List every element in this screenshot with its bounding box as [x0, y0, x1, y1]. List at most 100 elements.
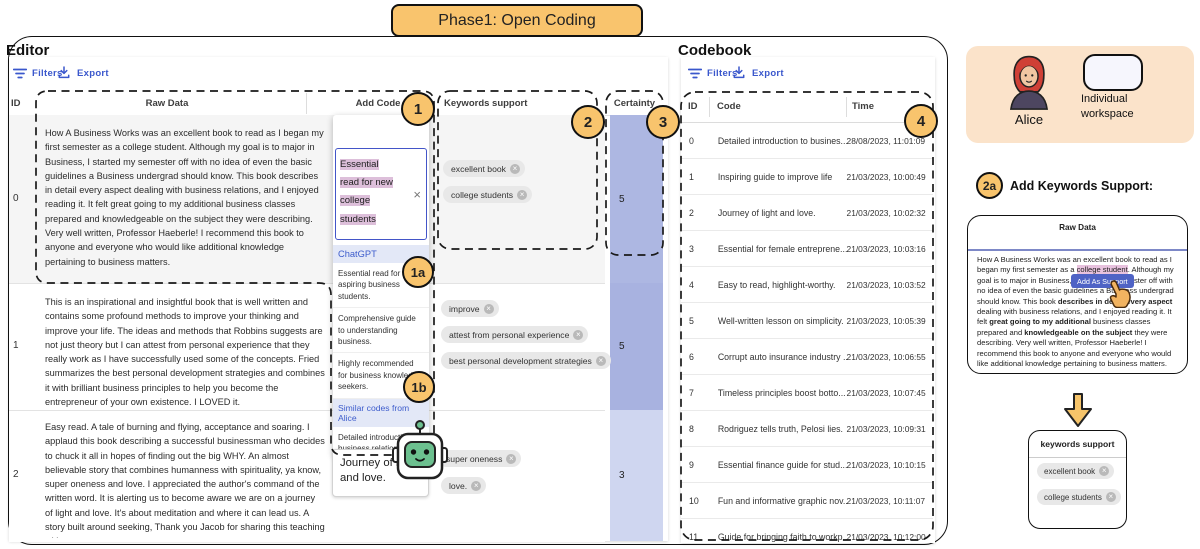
- codebook-code: Rodriguez tells truth, Pelosi lies.: [717, 423, 843, 434]
- keyword-chip-label: excellent book: [451, 163, 506, 174]
- circle-x-icon[interactable]: [506, 453, 517, 464]
- codebook-id: 3: [689, 243, 694, 254]
- editor-col-id: ID: [11, 98, 21, 109]
- annotation-label: 1b: [411, 379, 427, 395]
- raw-data-card-body: How A Business Works was an excellent bo…: [977, 255, 1174, 369]
- annotation-label: 1a: [410, 264, 426, 280]
- annotation-label: 3: [658, 113, 668, 131]
- row-id: 2: [13, 469, 19, 480]
- editor-export-button[interactable]: Export: [77, 68, 109, 79]
- raw-data-card-title: Raw Data: [1059, 223, 1096, 232]
- codebook-time: 21/03/2023, 10:05:39: [846, 315, 926, 326]
- circle-x-icon[interactable]: [471, 480, 482, 491]
- certainty-value: 3: [619, 470, 625, 481]
- keyword-chip[interactable]: love.: [441, 477, 487, 494]
- codebook-col-time: Time: [852, 101, 875, 112]
- card-divider: [968, 249, 1187, 251]
- filter-icon: [688, 68, 702, 79]
- codebook-filters-button[interactable]: Filters: [707, 68, 738, 79]
- keyword-chip[interactable]: best personal development strategies: [441, 352, 611, 369]
- hand-cursor-icon: [1106, 278, 1132, 308]
- add-code-input[interactable]: Essential read for new college students: [335, 148, 427, 240]
- codebook-time: 21/03/2023, 10:03:52: [846, 279, 926, 290]
- codebook-code: Detailed introduction to busines...: [717, 135, 847, 146]
- codebook-time: 21/03/2023, 10:09:31: [846, 423, 926, 434]
- codebook-code: Journey of light and love.: [717, 207, 816, 218]
- annotation-circle-4: 4: [904, 104, 938, 138]
- keyword-chip[interactable]: excellent book: [443, 160, 525, 177]
- codebook-id: 4: [689, 279, 694, 290]
- phase-title: Phase1: Open Coding: [438, 11, 596, 29]
- codebook-id: 5: [689, 315, 694, 326]
- code-suggestion[interactable]: Comprehensive guide to understanding bus…: [333, 308, 429, 354]
- keyword-chip-label: super oneness: [446, 453, 503, 464]
- keywords-card-title: keywords support: [1040, 439, 1115, 449]
- header-divider: [846, 97, 847, 117]
- codebook-id: 6: [689, 351, 694, 362]
- raw-data-cell[interactable]: How A Business Works was an excellent bo…: [45, 128, 324, 267]
- circle-x-icon[interactable]: [509, 163, 520, 174]
- codebook-export-button[interactable]: Export: [752, 68, 784, 79]
- editor-filters-button[interactable]: Filters: [32, 68, 63, 79]
- annotation-circle-1: 1: [401, 92, 435, 126]
- codebook-code: Timeless principles boost botto...: [717, 387, 846, 398]
- phase-title-badge: Phase1: Open Coding: [391, 4, 643, 37]
- circle-x-icon[interactable]: [483, 303, 494, 314]
- download-icon: [733, 66, 745, 79]
- certainty-value: 5: [619, 193, 625, 205]
- raw-data-detail-card: Raw Data How A Business Works was an exc…: [967, 215, 1188, 374]
- codebook-col-id: ID: [688, 101, 698, 112]
- header-divider: [306, 93, 307, 114]
- keyword-chip[interactable]: college students: [443, 186, 533, 203]
- codebook-row[interactable]: 2 Journey of light and love. 21/03/2023, 1…: [681, 195, 933, 231]
- codebook-col-code: Code: [717, 101, 741, 112]
- editor-col-raw-data: Raw Data: [145, 98, 189, 109]
- annotation-circle-1b: 1b: [403, 371, 435, 403]
- codebook-row[interactable]: 8 Rodriguez tells truth, Pelosi lies.21/0…: [681, 411, 933, 447]
- codebook-code: Easy to read, highlight-worthy.: [717, 279, 836, 290]
- codebook-time: 21/03/2023, 10:02:32: [846, 207, 926, 218]
- circle-x-icon[interactable]: [595, 355, 606, 366]
- keyword-chip-label: improve: [449, 303, 480, 314]
- codebook-id: 2: [689, 207, 694, 218]
- keyword-chip[interactable]: improve: [441, 300, 499, 317]
- codebook-id: 8: [689, 423, 694, 434]
- annotation-label: 1: [413, 100, 423, 118]
- keyword-chip-label: excellent book: [1044, 466, 1096, 476]
- circle-x-icon: [1105, 492, 1116, 502]
- codebook-id: 1: [689, 171, 694, 182]
- codebook-id: 9: [689, 459, 694, 470]
- codebook-code: Inspiring guide to improve life: [717, 171, 833, 182]
- certainty-cell[interactable]: 5: [610, 283, 663, 410]
- raw-data-cell[interactable]: Easy read. A tale of burning and flying,…: [45, 422, 325, 538]
- codebook-row[interactable]: 4 Easy to read, highlight-worthy. 21/03/20…: [681, 267, 933, 303]
- codebook-id: 10: [689, 495, 699, 506]
- annotation-circle-2: 2: [571, 105, 605, 139]
- keyword-chip-label: college students: [451, 189, 514, 200]
- keyword-chip[interactable]: attest from personal experience: [441, 326, 589, 343]
- legend-box: [966, 46, 1194, 143]
- certainty-cell[interactable]: 5: [610, 115, 663, 283]
- close-icon[interactable]: [413, 187, 421, 202]
- codebook-title: Codebook: [678, 42, 752, 59]
- filter-icon: [13, 68, 27, 79]
- row-id: 1: [13, 340, 19, 351]
- annotation-label: 2a: [982, 178, 997, 193]
- circle-x-icon[interactable]: [573, 329, 584, 340]
- raw-data-cell[interactable]: This is an inspirational and insightful …: [45, 297, 325, 407]
- keyword-chip[interactable]: super oneness: [438, 450, 522, 467]
- annotation-label: 2: [583, 113, 593, 131]
- circle-x-icon[interactable]: [517, 189, 528, 200]
- keyword-chip-label: college students: [1044, 492, 1102, 502]
- certainty-cell[interactable]: 3: [610, 410, 663, 541]
